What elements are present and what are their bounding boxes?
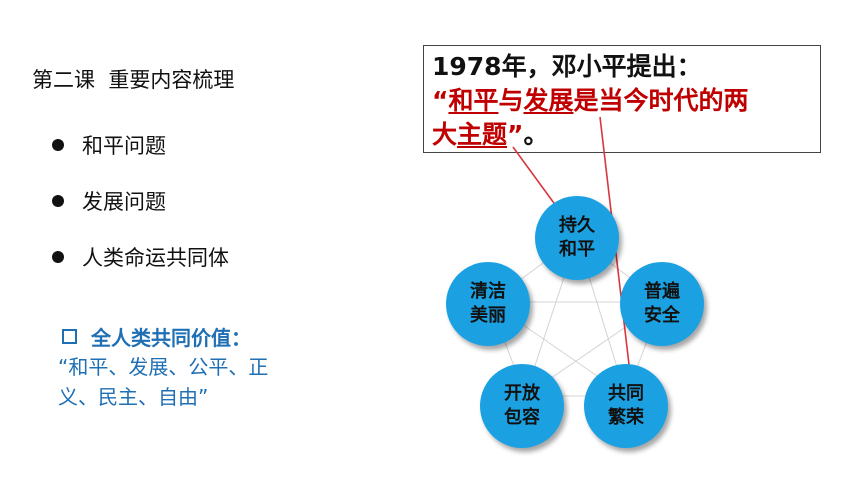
close-quote-mark: ” [507, 120, 524, 149]
common-values-heading-text: 全人类共同价值： [91, 326, 251, 350]
circle-text-top: 持久 [559, 215, 595, 236]
bullet-item-development: 发展问题 [52, 186, 166, 216]
checkbox-square-icon [62, 329, 77, 344]
circle-text-top: 清洁 [470, 281, 506, 302]
circle-lasting-peace: 持久和平 [535, 196, 619, 280]
circle-text-top: 共同 [608, 383, 644, 404]
circle-text-top: 开放 [504, 383, 540, 404]
bullet-label: 和平问题 [82, 134, 166, 158]
common-values-heading: 全人类共同价值： [62, 322, 251, 351]
quote-line-1: 1978年，邓小平提出： [432, 52, 702, 81]
circle-openness-inclusiveness: 开放包容 [480, 364, 564, 448]
quote-text-segment: 与 [498, 86, 524, 115]
circle-universal-security: 普遍安全 [620, 262, 704, 346]
quote-text-segment: 大 [432, 120, 458, 149]
quote-line-2: “和平与发展是当今时代的两 [432, 84, 812, 118]
bullet-dot-icon [52, 195, 64, 207]
bullet-label: 发展问题 [82, 190, 166, 214]
lesson-title: 第二课 重要内容梳理 [32, 68, 235, 92]
circle-text-bottom: 和平 [559, 239, 595, 260]
bullet-label: 人类命运共同体 [82, 246, 229, 270]
bullet-dot-icon [52, 251, 64, 263]
quote-line-3: 大主题”。 [432, 118, 812, 152]
circle-text-bottom: 包容 [504, 407, 540, 428]
circle-text-bottom: 美丽 [470, 305, 506, 326]
circle-common-prosperity: 共同繁荣 [584, 364, 668, 448]
keyword-theme: 主题 [457, 120, 508, 149]
circle-text-bottom: 繁荣 [608, 407, 644, 428]
quote-period: 。 [523, 120, 549, 149]
quote-text-segment: 是当今时代的两 [573, 86, 749, 115]
circle-text-bottom: 安全 [644, 305, 680, 326]
bullet-item-community: 人类命运共同体 [52, 242, 229, 272]
circle-clean-beautiful: 清洁美丽 [446, 262, 530, 346]
quote-box: 1978年，邓小平提出： “和平与发展是当今时代的两 大主题”。 [423, 45, 821, 153]
bullet-dot-icon [52, 139, 64, 151]
pointer-line-peace [512, 146, 560, 211]
bullet-item-peace: 和平问题 [52, 130, 166, 160]
common-values-text: “和平、发展、公平、正义、民主、自由” [58, 355, 269, 409]
open-quote-mark: “ [432, 86, 449, 115]
keyword-peace: 和平 [448, 86, 499, 115]
circle-text-top: 普遍 [644, 281, 680, 302]
keyword-development: 发展 [523, 86, 574, 115]
